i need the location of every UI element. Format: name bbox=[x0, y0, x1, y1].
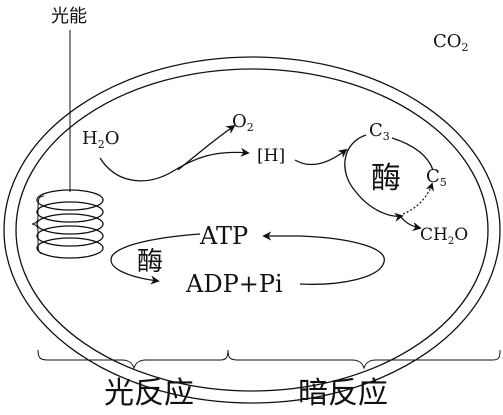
water-to-hydrogen-arrow bbox=[99, 147, 250, 182]
chloroplast-outer-membrane bbox=[3, 56, 501, 404]
oxygen-release-arrow bbox=[177, 124, 236, 171]
atp-label: ATP bbox=[199, 222, 248, 250]
light-energy-label: 光能 bbox=[51, 6, 87, 27]
c5-subscript: 5 bbox=[440, 176, 447, 189]
calvin-cycle-arc bbox=[344, 134, 404, 222]
carbohydrate-subscript: 2 bbox=[448, 236, 454, 247]
chloroplast-inner-membrane bbox=[15, 68, 489, 392]
light-reaction-label: 光反应 bbox=[104, 376, 194, 411]
atp-adp-cycle-upper-arc bbox=[110, 233, 201, 285]
dark-reaction-brace bbox=[227, 349, 501, 370]
light-enzyme-label: 酶 bbox=[137, 247, 163, 277]
co2-label: CO2 bbox=[433, 31, 469, 54]
water-subscript: 2 bbox=[98, 138, 105, 151]
atp-adp-cycle-lower-arc bbox=[262, 231, 385, 285]
cycle-to-c5-dotted bbox=[402, 182, 434, 215]
grana-stack bbox=[36, 189, 104, 259]
cycle-to-carbohydrate-arrow bbox=[399, 215, 422, 232]
oxygen-label: O2 bbox=[232, 111, 254, 134]
carbohydrate-label: CH2O bbox=[420, 225, 468, 247]
dark-reaction-label: 暗反应 bbox=[298, 376, 388, 411]
c5-label: C5 bbox=[426, 166, 447, 189]
hydrogen-to-c3-arrow bbox=[294, 148, 348, 166]
c3-label: C3 bbox=[369, 120, 390, 143]
water-label: H2O bbox=[82, 128, 119, 151]
co2-subscript: 2 bbox=[462, 41, 469, 54]
c3-subscript: 3 bbox=[383, 130, 390, 143]
adp-pi-label: ADP+Pi bbox=[185, 270, 283, 298]
dark-enzyme-label: 酶 bbox=[371, 161, 401, 196]
light-reaction-brace bbox=[37, 349, 229, 370]
oxygen-subscript: 2 bbox=[247, 121, 254, 134]
hydrogen-label: [H] bbox=[257, 146, 285, 166]
c3-to-c5-arc bbox=[391, 137, 434, 171]
grana-brace bbox=[31, 195, 45, 255]
